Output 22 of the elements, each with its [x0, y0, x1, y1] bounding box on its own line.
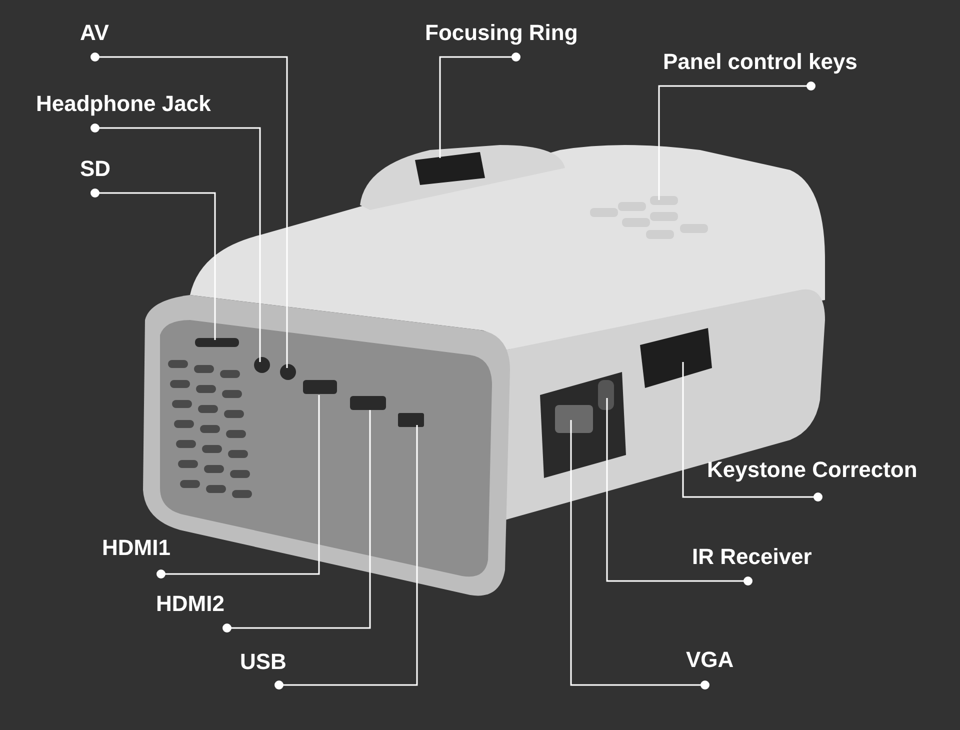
callout-label: Focusing Ring: [425, 19, 578, 47]
leader-line: [222, 410, 371, 632]
callout-label: SD: [80, 155, 111, 183]
leader-line: [658, 82, 816, 200]
leader-line: [90, 52, 288, 368]
callout-label: USB: [240, 648, 286, 676]
callout-label: Headphone Jack: [36, 90, 211, 118]
callout-label: IR Receiver: [692, 543, 812, 571]
leader-line: [90, 124, 261, 362]
callout-label: HDMI2: [156, 590, 224, 618]
leader-line: [274, 425, 418, 690]
callout-label: AV: [80, 19, 109, 47]
callout-label: HDMI1: [102, 534, 170, 562]
callout-label: Keystone Correcton: [707, 456, 918, 484]
leader-line: [570, 420, 710, 690]
leader-line: [156, 395, 320, 578]
leader-line: [90, 188, 216, 340]
leader-line: [682, 362, 822, 502]
leader-line: [439, 52, 520, 158]
leader-line: [606, 398, 752, 586]
callout-label: Panel control keys: [663, 48, 858, 76]
callout-label: VGA: [686, 646, 734, 674]
